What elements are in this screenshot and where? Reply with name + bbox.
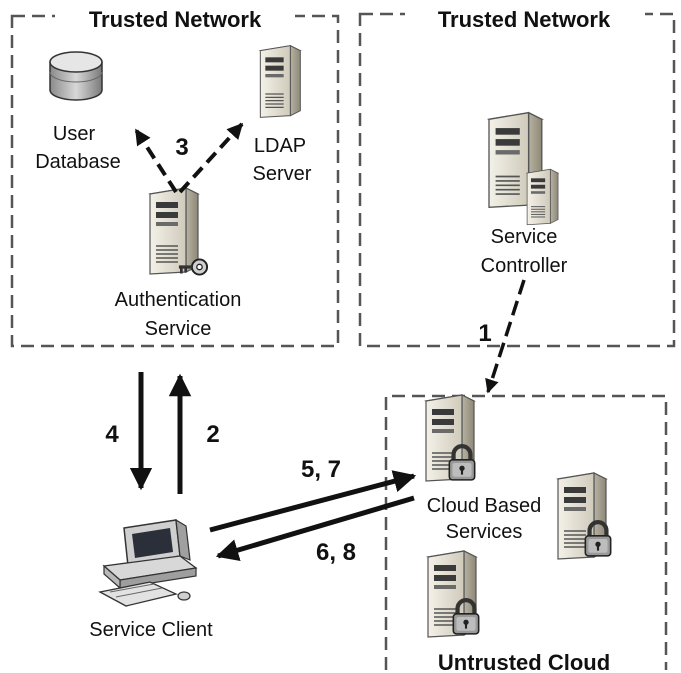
- step-label-5-7: 5, 7: [301, 456, 341, 483]
- user-database-label-line1: User: [53, 123, 96, 145]
- user-database-label-line2: Database: [35, 151, 121, 173]
- cloud-based-services-label-line1: Cloud Based: [427, 495, 542, 517]
- user-database-node: User Database: [35, 51, 121, 173]
- trusted-network-right-zone: Trusted Network: [358, 4, 676, 348]
- step-4-arrow: 4: [105, 372, 153, 491]
- trusted-network-left-zone: Trusted Network: [10, 4, 340, 348]
- service-client-label: Service Client: [89, 619, 213, 641]
- server-icon: [259, 45, 301, 118]
- service-controller-label-line1: Service: [491, 226, 558, 248]
- step-label-3: 3: [175, 134, 188, 161]
- step-1-arrow: 1: [478, 279, 526, 394]
- database-icon: [49, 51, 103, 101]
- step-6-8-arrow: 6, 8: [215, 495, 415, 566]
- authentication-service-label-line2: Service: [145, 318, 212, 340]
- step-3-arrows: 3: [134, 122, 244, 194]
- service-controller-node: Service Controller: [481, 111, 568, 277]
- step-label-1: 1: [478, 320, 491, 347]
- server-icon: [526, 168, 559, 226]
- step-label-6-8: 6, 8: [316, 539, 356, 566]
- arrow-controller-to-cloud: [485, 279, 526, 394]
- step-2-arrow: 2: [168, 373, 220, 494]
- zone-title-trusted-right: Trusted Network: [438, 7, 611, 32]
- desktop-computer-icon: [98, 518, 198, 607]
- untrusted-cloud-zone: Untrusted Cloud: [384, 394, 668, 673]
- cloud-based-services-label-line2: Services: [446, 521, 523, 543]
- zone-title-trusted-left: Trusted Network: [89, 7, 262, 32]
- authentication-service-label-line1: Authentication: [115, 289, 242, 311]
- arrow-auth-to-user-database: [134, 128, 178, 194]
- step-5-7-arrow: 5, 7: [209, 456, 417, 533]
- ldap-server-label-line2: Server: [253, 163, 312, 185]
- zone-title-untrusted: Untrusted Cloud: [438, 650, 610, 673]
- step-label-2: 2: [206, 421, 219, 448]
- arrow-auth-to-ldap: [178, 122, 244, 194]
- cloud-based-services-node: Cloud Based Services: [418, 394, 611, 638]
- step-label-4: 4: [105, 421, 119, 448]
- arrow-cloud-to-client: [215, 495, 415, 562]
- ldap-server-label-line1: LDAP: [254, 135, 306, 157]
- server-icon: [149, 187, 199, 275]
- authentication-service-node: Authentication Service: [115, 187, 242, 340]
- service-controller-label-line2: Controller: [481, 255, 568, 277]
- service-client-node: Service Client: [89, 518, 213, 641]
- ldap-server-node: LDAP Server: [253, 45, 312, 185]
- arrow-client-to-cloud: [209, 470, 417, 533]
